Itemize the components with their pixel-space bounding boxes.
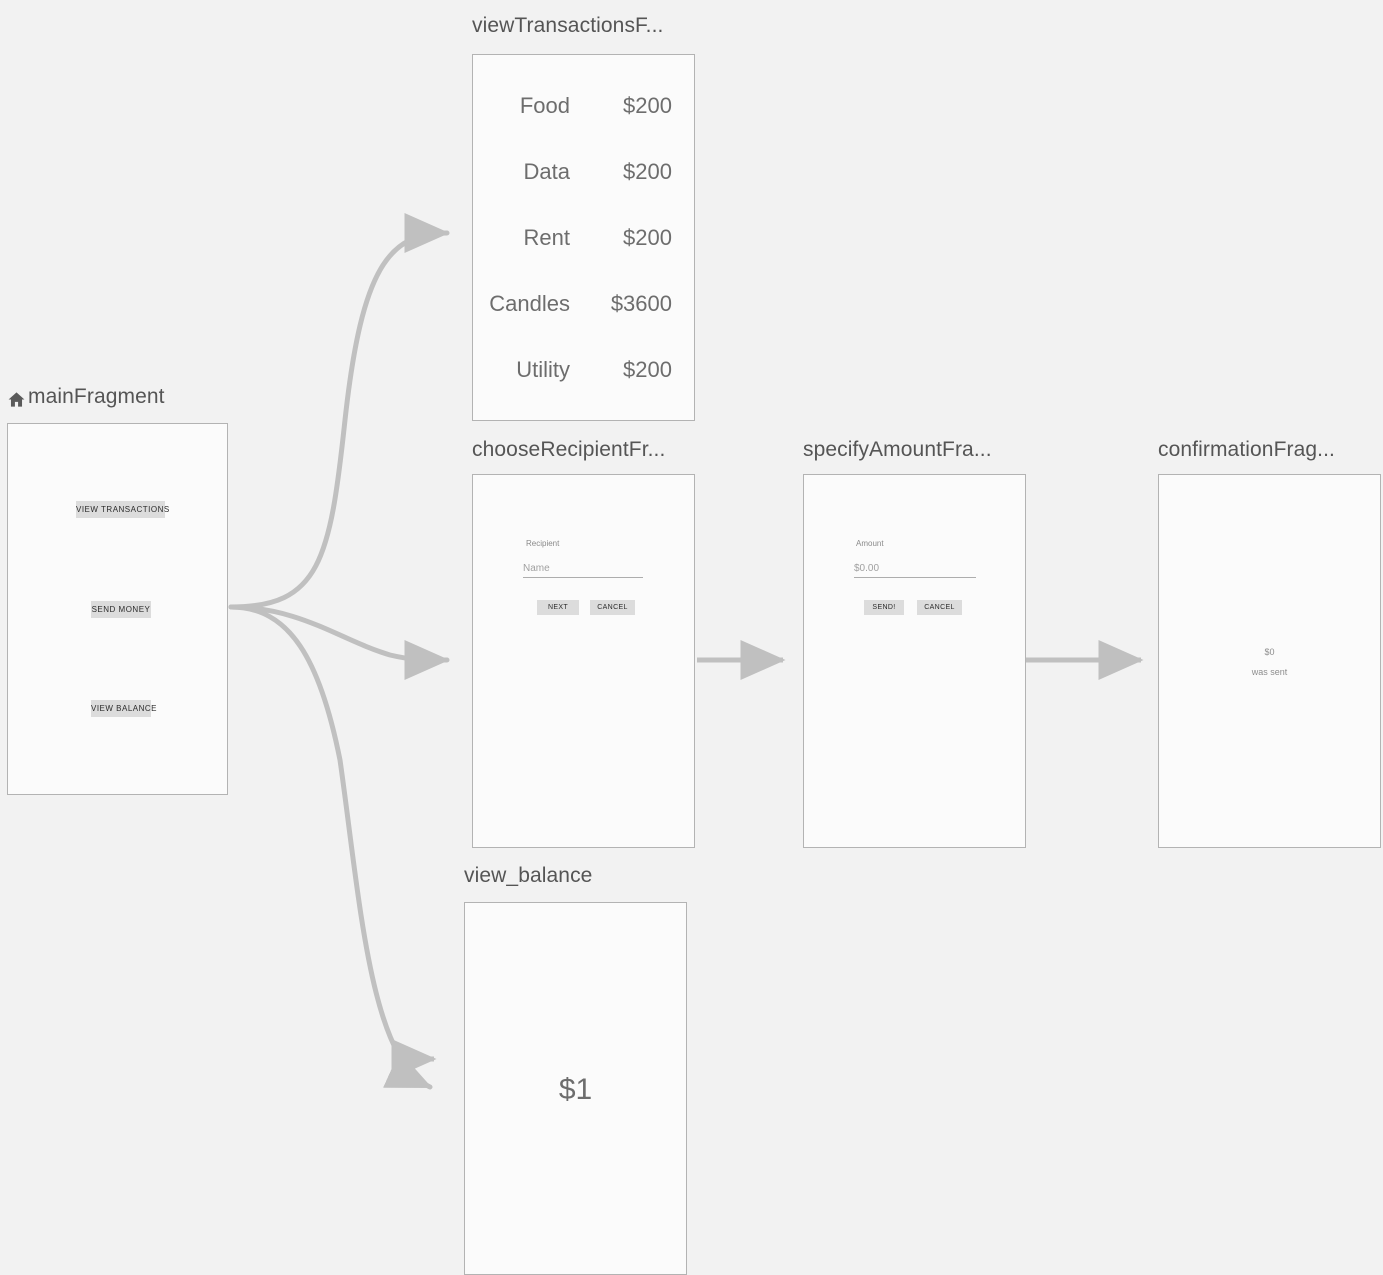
card-choose-recipient[interactable]: Recipient Name NEXT CANCEL [472, 474, 695, 848]
transaction-name: Data [523, 159, 570, 184]
card-view-balance[interactable]: $1 [464, 902, 687, 1275]
confirmation-subtitle: was sent [1251, 667, 1288, 677]
node-label-confirmation: confirmationFrag... [1158, 438, 1335, 461]
edge-main-to-view-transactions [228, 213, 450, 610]
edge-main-to-view-balance [228, 604, 433, 1090]
send-money-button[interactable]: SEND MONEY [91, 601, 151, 618]
cancel-button[interactable]: CANCEL [917, 600, 962, 615]
amount-field-label: Amount [856, 539, 884, 548]
card-specify-amount[interactable]: Amount $0.00 SEND! CANCEL [803, 474, 1026, 848]
transaction-amount: $200 [623, 159, 672, 184]
node-label-main-fragment: mainFragment [7, 385, 165, 409]
next-button[interactable]: NEXT [537, 600, 579, 615]
transaction-row: Rent $200 [473, 225, 694, 250]
transaction-amount: $3600 [610, 291, 672, 316]
transaction-row: Candles $3600 [473, 291, 694, 316]
recipient-name-input[interactable]: Name [523, 563, 643, 578]
transaction-name: Candles [489, 291, 570, 316]
recipient-field-label: Recipient [526, 539, 560, 548]
transaction-row: Food $200 [473, 93, 694, 118]
transaction-amount: $200 [623, 357, 672, 382]
transaction-amount: $200 [623, 93, 672, 118]
card-confirmation[interactable]: $0 was sent [1158, 474, 1381, 848]
amount-input[interactable]: $0.00 [854, 563, 976, 578]
balance-amount: $1 [558, 1073, 593, 1106]
transaction-name: Food [519, 93, 570, 118]
view-transactions-button[interactable]: VIEW TRANSACTIONS [76, 501, 169, 518]
cancel-button[interactable]: CANCEL [590, 600, 635, 615]
confirmation-amount: $0 [1264, 647, 1275, 657]
main-fragment-title: mainFragment [28, 385, 165, 408]
transaction-name: Rent [523, 225, 570, 250]
node-label-view-balance: view_balance [464, 864, 593, 887]
send-button[interactable]: SEND! [864, 600, 904, 615]
transaction-amount: $200 [623, 225, 672, 250]
node-label-view-transactions: viewTransactionsF... [472, 14, 664, 37]
edge-main-to-choose-recipient [228, 604, 450, 681]
transaction-row: Utility $200 [473, 357, 694, 382]
node-label-specify-amount: specifyAmountFra... [803, 438, 992, 461]
transaction-row: Data $200 [473, 159, 694, 184]
card-main-fragment[interactable]: VIEW TRANSACTIONS SEND MONEY VIEW BALANC… [7, 423, 228, 795]
view-balance-button[interactable]: VIEW BALANCE [91, 700, 157, 717]
transaction-name: Utility [516, 357, 570, 382]
card-view-transactions[interactable]: Food $200 Data $200 Rent $200 Candles $3… [472, 54, 695, 421]
node-label-choose-recipient: chooseRecipientFr... [472, 438, 666, 461]
home-icon [7, 390, 26, 409]
